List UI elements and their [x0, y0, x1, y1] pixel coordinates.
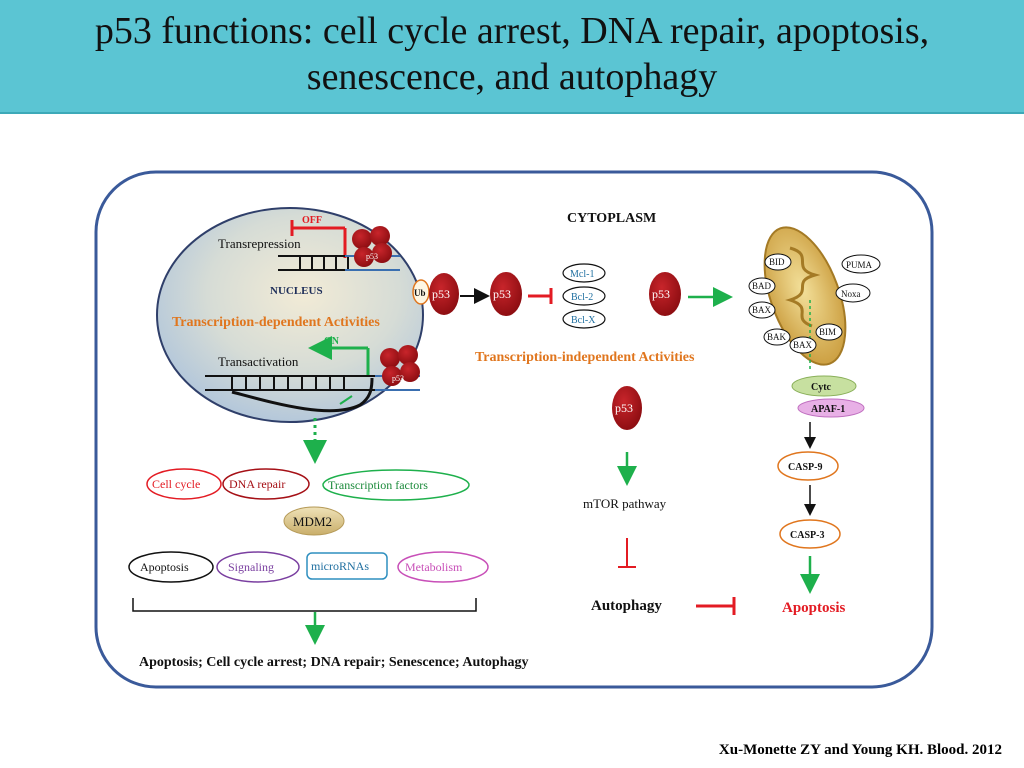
apaf1-label: APAF-1: [811, 404, 845, 415]
mito-bad: BAD: [752, 281, 772, 291]
off-repression-symbol: OFF: [290, 215, 347, 258]
outcome-text: Apoptosis; Cell cycle arrest; DNA repair…: [139, 655, 528, 670]
mito-bim: BIM: [819, 327, 836, 337]
transrepression-label: Transrepression: [218, 236, 301, 251]
citation: Xu-Monette ZY and Young KH. Blood. 2012: [718, 742, 1002, 758]
autophagy-inhibits-apoptosis: [696, 597, 736, 615]
cytc-node: [791, 375, 857, 397]
target-dna-repair: DNA repair: [229, 477, 285, 491]
p53-cyto-bcl-label: p53: [493, 287, 511, 301]
ub-tag: [412, 279, 430, 305]
mdm2-label: MDM2: [293, 514, 332, 529]
casp3-node: [779, 519, 841, 549]
targets-bracket: [132, 598, 477, 612]
p53-cytoplasmic-mtor: [612, 386, 642, 430]
off-label: OFF: [302, 215, 322, 226]
transactivation-label: Transactivation: [218, 354, 299, 369]
autophagy-label: Autophagy: [591, 598, 662, 614]
bcl-bclx: Bcl-X: [571, 315, 596, 326]
bcl-inhibition: [528, 288, 553, 304]
on-label: ON: [324, 336, 340, 347]
mito-proteins: BID PUMA BAD Noxa BAX BAK BIM BAX: [748, 253, 881, 354]
mtor-label: mTOR pathway: [583, 496, 667, 511]
title-line-1: p53 functions: cell cycle arrest, DNA re…: [94, 10, 930, 52]
p53-cyto-mtor-label: p53: [615, 401, 633, 415]
mito-puma: PUMA: [846, 260, 873, 270]
title-bar: p53 functions: cell cycle arrest, DNA re…: [0, 0, 1024, 114]
target-cell-cycle: Cell cycle: [152, 477, 200, 491]
p53-cyto-mito-label: p53: [652, 287, 670, 301]
title-line-2: senescence, and autophagy: [306, 56, 718, 98]
cytc-label: Cytc: [811, 382, 832, 393]
casp3-label: CASP-3: [790, 530, 824, 541]
target-metabolism: Metabolism: [405, 560, 463, 574]
p53-lower-label: p53: [392, 374, 404, 383]
p53-tetramer-upper: p53: [352, 226, 392, 267]
slide-title: p53 functions: cell cycle arrest, DNA re…: [0, 8, 1024, 100]
mito-noxa: Noxa: [841, 289, 861, 299]
target-signaling: Signaling: [228, 560, 274, 574]
mito-bax-bottom: BAX: [793, 340, 813, 350]
mito-bax-top: BAX: [752, 305, 772, 315]
mito-bak: BAK: [767, 332, 787, 342]
p53-export-label: p53: [432, 287, 450, 301]
target-apoptosis: Apoptosis: [140, 560, 189, 574]
bcl-bcl2: Bcl-2: [571, 292, 593, 303]
cytoplasm-label: CYTOPLASM: [567, 211, 656, 226]
p53-nuclear-export: [429, 273, 459, 315]
p53-tetramer-lower: p53: [380, 345, 420, 386]
dependent-activities-label: Transcription-dependent Activities: [172, 315, 380, 330]
casp9-node: [777, 451, 839, 481]
apaf1-node: [797, 398, 865, 418]
targets-row-2: Apoptosis Signaling microRNAs Metabolism: [128, 551, 489, 583]
bcl-mcl1: Mcl-1: [570, 269, 594, 280]
target-transcription-factors: Transcription factors: [328, 478, 428, 492]
targets-row-1: Cell cycle DNA repair Transcription fact…: [146, 468, 470, 501]
diagram-frame: [94, 170, 934, 689]
bcl-family-proteins: Mcl-1 Bcl-2 Bcl-X: [562, 263, 606, 329]
p53-cytoplasmic-bcl: [490, 272, 522, 316]
nucleus-label: NUCLEUS: [270, 285, 323, 297]
on-activation-symbol: ON: [308, 336, 370, 376]
mito-bid: BID: [769, 257, 785, 267]
target-micrornas: microRNAs: [311, 559, 369, 573]
p53-cytoplasmic-mito: [649, 272, 681, 316]
ub-label: Ub: [414, 288, 426, 298]
independent-activities-label: Transcription-independent Activities: [475, 350, 695, 365]
mdm2-node: [283, 506, 345, 536]
p53-upper-label: p53: [366, 252, 378, 261]
apoptosis-outcome-label: Apoptosis: [782, 600, 846, 616]
mtor-inhibition: [618, 538, 636, 568]
casp9-label: CASP-9: [788, 462, 822, 473]
